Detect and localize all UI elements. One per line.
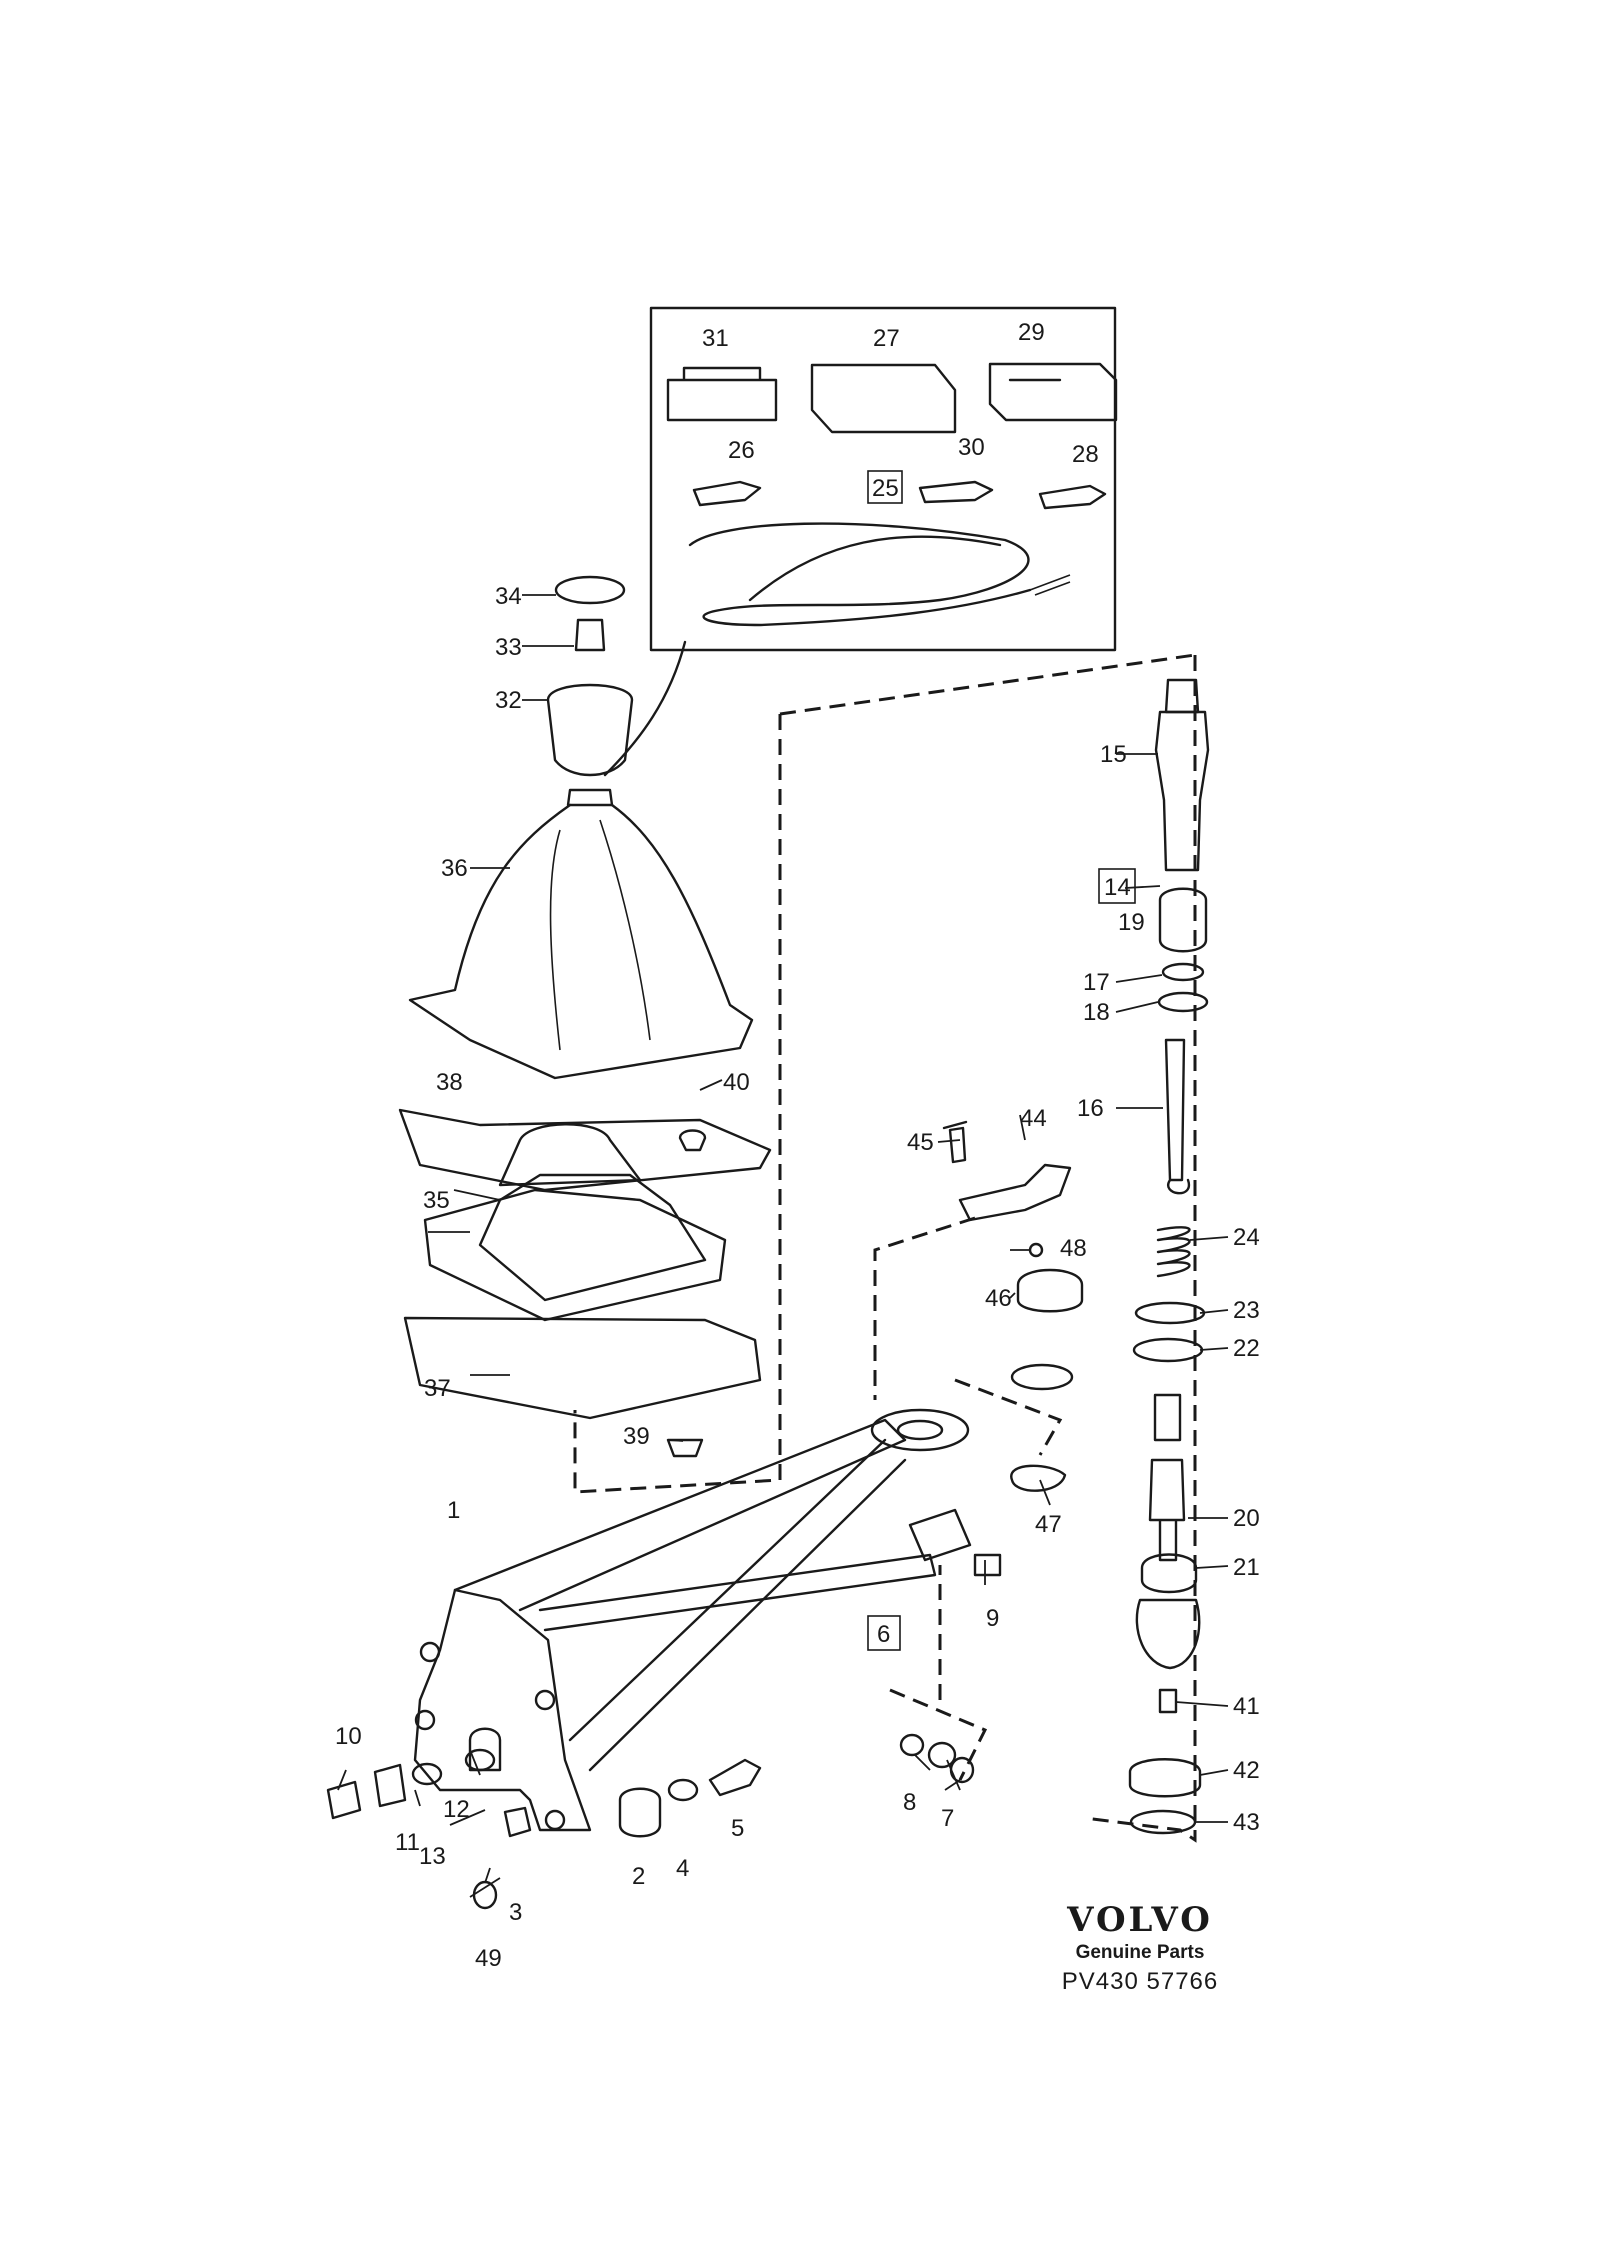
callout-40: 40	[723, 1069, 750, 1096]
callout-33: 33	[495, 634, 522, 661]
callout-28: 28	[1072, 441, 1099, 468]
callout-8: 8	[903, 1789, 916, 1816]
callout-6-box	[867, 1615, 901, 1651]
callout-25: 25	[872, 475, 899, 502]
callout-30: 30	[958, 434, 985, 461]
callout-27: 27	[873, 325, 900, 352]
callout-44: 44	[1020, 1105, 1047, 1132]
callout-14-box	[1098, 868, 1136, 904]
callout-6: 6	[877, 1621, 890, 1648]
callout-3: 3	[509, 1899, 522, 1926]
callout-25-box	[867, 470, 903, 504]
callout-26: 26	[728, 437, 755, 464]
callout-16: 16	[1077, 1095, 1104, 1122]
callout-4: 4	[676, 1855, 689, 1882]
assembly-dashed-lines	[573, 640, 1197, 1843]
callout-9: 9	[986, 1605, 999, 1632]
selector-rod-assembly	[1128, 678, 1210, 1835]
callout-31: 31	[702, 325, 729, 352]
callout-15: 15	[1100, 741, 1127, 768]
genuine-parts-label: Genuine Parts	[1075, 1942, 1205, 1963]
volvo-genuine-parts-mark: VOLVO Genuine Parts PV430 57766	[1040, 1900, 1240, 1996]
callout-36: 36	[441, 855, 468, 882]
callout-48: 48	[1060, 1235, 1087, 1262]
callout-18: 18	[1083, 999, 1110, 1026]
volvo-logo: VOLVO	[1067, 1900, 1213, 1940]
callout-38: 38	[436, 1069, 463, 1096]
callout-47: 47	[1035, 1511, 1062, 1538]
callout-22: 22	[1233, 1335, 1260, 1362]
callout-12: 12	[443, 1796, 470, 1823]
callout-labels: 1 2 3 4 5 6 7 8 9 10 11 12 13 14 15 16 1…	[335, 319, 1260, 1972]
leader-lines	[337, 594, 1229, 1898]
callout-10: 10	[335, 1723, 362, 1750]
callout-5: 5	[731, 1815, 744, 1842]
callout-46: 46	[985, 1285, 1012, 1312]
callout-42: 42	[1233, 1757, 1260, 1784]
callout-13: 13	[419, 1843, 446, 1870]
callout-43: 43	[1233, 1809, 1260, 1836]
callout-39: 39	[623, 1423, 650, 1450]
callout-7: 7	[941, 1805, 954, 1832]
callout-45: 45	[907, 1129, 934, 1156]
diagram-reference-code: PV430 57766	[1061, 1968, 1219, 1995]
gear-lever-boot-assembly	[398, 575, 772, 1458]
callout-37: 37	[424, 1375, 451, 1402]
callout-19: 19	[1118, 909, 1145, 936]
connector-inset	[649, 306, 1118, 652]
gear-lever-bracket	[413, 1408, 972, 1832]
callout-35: 35	[423, 1187, 450, 1214]
callout-20: 20	[1233, 1505, 1260, 1532]
callout-29: 29	[1018, 319, 1045, 346]
callout-32: 32	[495, 687, 522, 714]
callout-24: 24	[1233, 1224, 1260, 1251]
callout-2: 2	[632, 1863, 645, 1890]
callout-34: 34	[495, 583, 522, 610]
callout-41: 41	[1233, 1693, 1260, 1720]
callout-11: 11	[395, 1829, 420, 1856]
callout-17: 17	[1083, 969, 1110, 996]
callout-1: 1	[447, 1497, 460, 1524]
callout-14: 14	[1104, 874, 1131, 901]
callout-21: 21	[1233, 1554, 1260, 1581]
callout-23: 23	[1233, 1297, 1260, 1324]
callout-49: 49	[475, 1945, 502, 1972]
small-hardware	[326, 1120, 1084, 1910]
